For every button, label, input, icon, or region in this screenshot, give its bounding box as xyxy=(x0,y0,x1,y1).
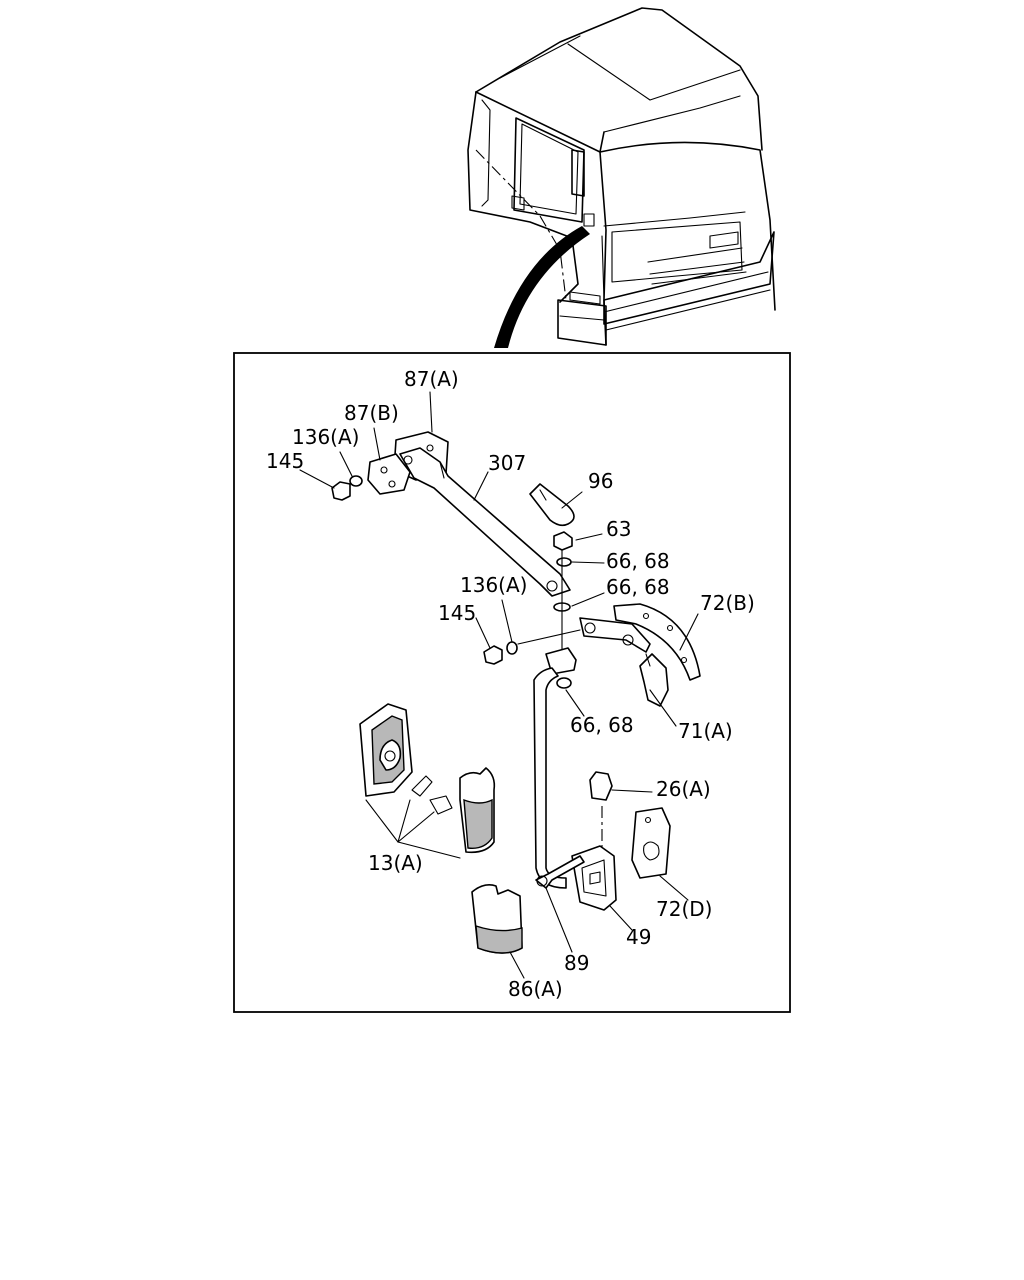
label-63: 63 xyxy=(606,517,631,541)
base-49 xyxy=(571,845,617,911)
cover-72b xyxy=(613,603,701,681)
washer-136a-mid xyxy=(506,641,518,655)
nut-145-top xyxy=(331,481,351,501)
label-145-top: 145 xyxy=(266,449,304,473)
label-307: 307 xyxy=(488,451,526,475)
label-87b: 87(B) xyxy=(344,401,399,425)
label-136a-mid: 136(A) xyxy=(460,573,527,597)
label-66-68-b: 66, 68 xyxy=(606,575,670,599)
label-145-mid: 145 xyxy=(438,601,476,625)
label-96: 96 xyxy=(588,469,613,493)
detail-frame xyxy=(233,352,791,1013)
stay-arm-307 xyxy=(399,447,571,597)
washer-66-68-a xyxy=(556,557,572,567)
truck-cab-illustration xyxy=(467,7,776,348)
washer-136a-top xyxy=(349,475,363,487)
nut-63 xyxy=(553,531,573,551)
label-26a: 26(A) xyxy=(656,777,711,801)
callout-labels: 87(A) 87(B) 136(A) 145 307 96 63 66, 68 … xyxy=(266,367,755,1001)
label-71a: 71(A) xyxy=(678,719,733,743)
nut-145-mid xyxy=(483,645,503,665)
mirror-stay-assembly xyxy=(331,431,701,954)
label-49: 49 xyxy=(626,925,651,949)
label-66-68-c: 66, 68 xyxy=(570,713,634,737)
label-72d: 72(D) xyxy=(656,897,712,921)
block-71a xyxy=(639,653,669,707)
plate-87b xyxy=(367,453,411,495)
plate-72d xyxy=(631,807,671,879)
stay-pipe xyxy=(533,667,567,889)
label-87a: 87(A) xyxy=(404,367,459,391)
label-66-68-a: 66, 68 xyxy=(606,549,670,573)
label-89: 89 xyxy=(564,951,589,975)
cap-96 xyxy=(529,483,575,527)
washer-66-68-c xyxy=(556,677,572,689)
label-136a-top: 136(A) xyxy=(292,425,359,449)
leader-lines xyxy=(299,391,699,979)
clip-26a xyxy=(589,771,613,801)
label-86a: 86(A) xyxy=(508,977,563,1001)
label-72b: 72(B) xyxy=(700,591,755,615)
label-13a: 13(A) xyxy=(368,851,423,875)
